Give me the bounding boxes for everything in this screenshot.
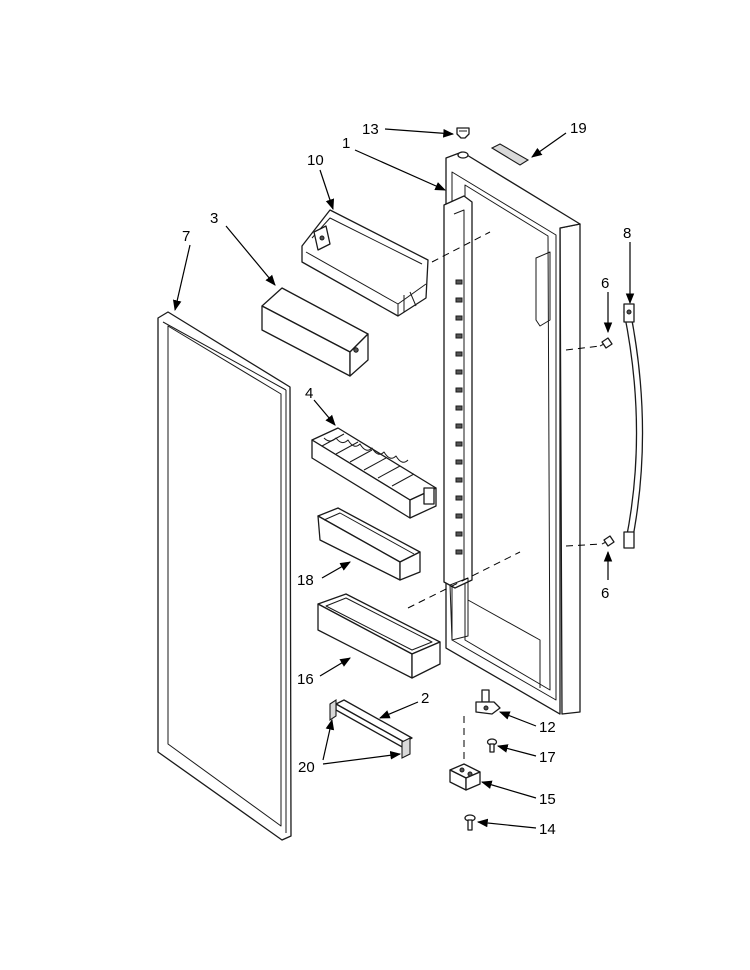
bottom-trim bbox=[335, 699, 413, 749]
door-bin bbox=[317, 507, 421, 581]
callout-18: 18 bbox=[297, 572, 314, 589]
small-screw bbox=[486, 738, 498, 753]
callout-13: 13 bbox=[362, 121, 379, 138]
callout-19: 19 bbox=[570, 120, 587, 137]
callout-15: 15 bbox=[539, 791, 556, 808]
callout-17: 17 bbox=[539, 749, 556, 766]
callout-14: 14 bbox=[539, 821, 556, 838]
callout-2: 2 bbox=[421, 690, 429, 707]
handle-screw-upper bbox=[599, 337, 613, 349]
egg-tray bbox=[311, 427, 437, 519]
rail-slots bbox=[455, 279, 463, 555]
hinge-bracket bbox=[449, 763, 481, 791]
lower-bin bbox=[317, 593, 441, 679]
leader-lines bbox=[172, 128, 635, 829]
handle-screw-lower bbox=[601, 535, 615, 547]
door-assembly bbox=[443, 151, 581, 715]
callout-4: 4 bbox=[305, 385, 313, 402]
door-gasket bbox=[157, 311, 292, 841]
callout-7: 7 bbox=[182, 228, 190, 245]
dairy-bin bbox=[301, 209, 429, 317]
door-handle bbox=[623, 303, 644, 549]
dairy-door bbox=[261, 287, 369, 377]
callout-labels: 13 19 1 10 3 7 8 6 6 4 18 16 2 12 17 20 … bbox=[182, 120, 631, 838]
callout-3: 3 bbox=[210, 210, 218, 227]
top-hinge-cap bbox=[456, 127, 470, 139]
top-trim-strip bbox=[490, 143, 530, 166]
callout-20: 20 bbox=[298, 759, 315, 776]
trim-end-caps bbox=[329, 698, 411, 759]
callout-10: 10 bbox=[307, 152, 324, 169]
callout-6-upper: 6 bbox=[601, 275, 609, 292]
assembly-guides bbox=[407, 231, 603, 762]
callout-12: 12 bbox=[539, 719, 556, 736]
callout-1: 1 bbox=[342, 135, 350, 152]
callout-8: 8 bbox=[623, 225, 631, 242]
bracket-screw bbox=[464, 814, 476, 831]
hinge-pin bbox=[475, 689, 501, 715]
callout-16: 16 bbox=[297, 671, 314, 688]
callout-6-lower: 6 bbox=[601, 585, 609, 602]
